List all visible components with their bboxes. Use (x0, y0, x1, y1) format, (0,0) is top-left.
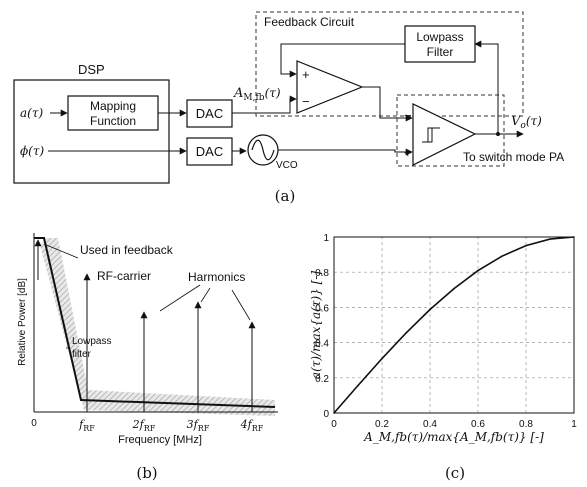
dac2-label: DAC (196, 144, 223, 159)
used-in-feedback-label: Used in feedback (80, 243, 174, 257)
chart-x-label: A_M,fb(τ)/max{A_M,fb(τ)} [-] (363, 430, 544, 444)
x-tick-label: 1 (571, 419, 577, 430)
dac1-label: DAC (196, 106, 223, 121)
spectrum-tick-3: 3fRF (187, 418, 210, 433)
opamp1 (296, 60, 364, 114)
data-point (429, 308, 431, 311)
spectrum-sketch: 0 Used in feedback RF-carrier Harmonics … (17, 233, 278, 482)
origin-label: 0 (31, 418, 37, 429)
block-diagram: DSP Mapping Function a(τ) ϕ(τ) DAC DAC A… (13, 11, 564, 205)
wire-vco-to-comparator (278, 148, 413, 156)
data-point (501, 255, 503, 257)
vco-label: VCO (276, 160, 298, 171)
dsp-label: DSP (78, 62, 105, 77)
wire-opamp1-to-comparator (362, 86, 413, 122)
x-tick-label: 0.4 (423, 419, 437, 430)
feedback-circuit-box (255, 11, 524, 117)
mapping-chart: 0 0.2 0.4 0.6 0.8 1 0 0.2 0.4 0.6 0.8 1 a(τ)/max{a(… (309, 233, 577, 482)
caption-b: (b) (136, 464, 157, 482)
sine-icon (251, 139, 275, 161)
comparator-minus: − (404, 108, 412, 123)
y-tick-label: 0.2 (315, 374, 329, 385)
lowpass-label-line2: Filter (427, 45, 454, 59)
vo-label: Vo(τ) (511, 114, 542, 131)
y-tick-label: 1 (323, 233, 329, 244)
data-point (453, 287, 455, 290)
comparator-plus: + (404, 145, 412, 160)
comparator (412, 103, 477, 166)
chart-y-label: a(τ)/max{a(τ)} [-] (309, 271, 323, 379)
y-tick-label: 0 (323, 409, 329, 420)
y-tick-label: 0.8 (315, 268, 329, 279)
wire-output-to-filter (474, 40, 499, 134)
caption-a: (a) (275, 187, 296, 205)
y-tick-label: 0.4 (315, 339, 329, 350)
data-point (357, 384, 359, 387)
data-point (525, 244, 527, 247)
x-tick-label: 0.8 (519, 419, 533, 430)
chart-points (333, 236, 575, 414)
lowpass-mask-band (40, 238, 275, 416)
data-point (477, 269, 479, 272)
lowpass-label-line1: Lowpass (416, 30, 463, 44)
opamp1-minus: − (302, 94, 310, 109)
chart-series-line (333, 236, 575, 414)
chart-ticks: 0 0.2 0.4 0.6 0.8 1 0 0.2 0.4 0.6 0.8 1 (315, 233, 577, 430)
used-in-feedback-pointer (43, 243, 79, 259)
spectrum-x-label: Frequency [MHz] (118, 434, 202, 446)
chart-frame (333, 236, 575, 414)
x-tick-label: 0 (331, 419, 337, 430)
spectrum-x-ticks: fRF 2fRF 3fRF 4fRF (78, 418, 264, 433)
rf-carrier-label: RF-carrier (97, 269, 151, 283)
opamp1-plus: + (302, 67, 310, 82)
lowpass-filter-label-line2: filter (72, 349, 92, 360)
spectrum-y-label: Relative Power [dB] (17, 278, 28, 366)
data-point (573, 236, 575, 238)
caption-c: (c) (445, 464, 465, 482)
lowpass-filter-label-line1: Lowpass (72, 336, 111, 347)
to-pa-label: To switch mode PA (463, 150, 564, 164)
data-point (381, 357, 383, 360)
data-point (405, 332, 407, 334)
data-point (549, 238, 551, 240)
harmonics-pointer-2 (200, 287, 211, 303)
wire-dac1-to-opamp1 (232, 95, 297, 114)
x-tick-label: 0.2 (375, 419, 389, 430)
spectrum-curve (34, 237, 276, 408)
spectrum-tick-4: 4fRF (240, 418, 264, 433)
mapping-label-line1: Mapping (90, 99, 136, 113)
hysteresis-icon (422, 127, 440, 143)
harmonics-label: Harmonics (188, 270, 245, 284)
mapping-label-line2: Function (90, 114, 136, 128)
input-phi: ϕ(τ) (20, 144, 45, 158)
spectrum-tick-2: 2fRF (132, 418, 156, 433)
x-tick-label: 0.6 (471, 419, 485, 430)
a-m-fb-label: AM,fb(τ) (233, 86, 281, 103)
feedback-circuit-label: Feedback Circuit (264, 15, 355, 29)
harmonics-pointer-1 (159, 284, 201, 312)
wire-filter-to-opamp1 (280, 43, 405, 78)
dsp-box (13, 79, 170, 184)
data-point (333, 412, 335, 414)
harmonics-pointer-3 (231, 289, 251, 321)
y-tick-label: 0.6 (315, 303, 329, 314)
chart-grid (333, 236, 575, 414)
spectrum-tick-1: fRF (78, 418, 95, 433)
input-a: a(τ) (20, 106, 43, 120)
comparator-dashed-region (396, 94, 505, 167)
